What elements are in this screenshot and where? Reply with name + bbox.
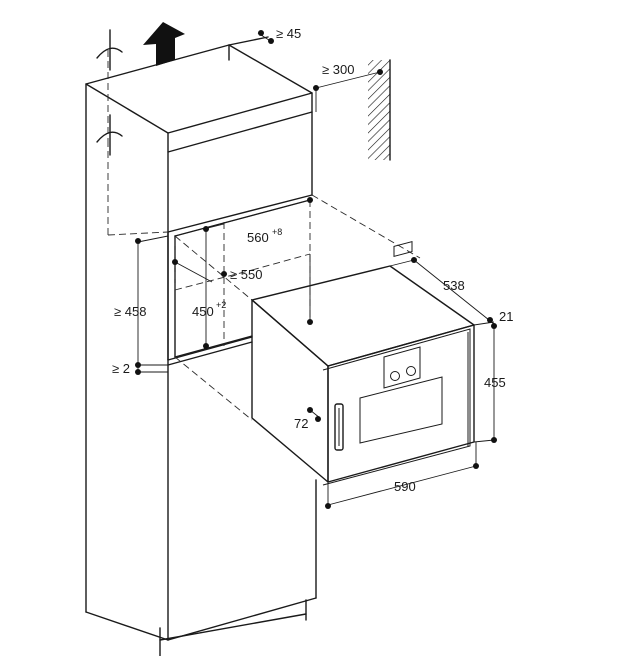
label-appliance-depth: 538	[443, 278, 465, 293]
up-arrow-icon	[143, 22, 185, 66]
label-niche-width-tol: +8	[272, 227, 282, 237]
label-wall-distance: ≥ 300	[322, 62, 354, 77]
label-appliance-height: 455	[484, 375, 506, 390]
label-niche-width: 560	[247, 230, 269, 245]
hidden-lines	[107, 50, 421, 421]
dimension-dots	[135, 30, 497, 509]
label-front-offset: 21	[499, 309, 513, 324]
label-appliance-width: 590	[394, 479, 416, 494]
hatched-wall-icon	[368, 59, 391, 161]
label-niche-height: ≥ 458	[114, 304, 146, 319]
dimension-labels: ≥ 45 ≥ 300 560 +8 ≥ 550 ≥ 458 450 +2 ≥ 2…	[112, 26, 513, 494]
appliance	[251, 240, 475, 486]
dimension-lines	[137, 32, 495, 506]
label-bottom-gap: ≥ 2	[112, 361, 130, 376]
label-top-clearance: ≥ 45	[276, 26, 301, 41]
tall-cabinet	[85, 36, 317, 656]
label-inner-height-tol: +2	[216, 300, 226, 310]
label-handle-offset: 72	[294, 416, 308, 431]
ventilation-symbols	[96, 29, 123, 156]
label-inner-height: 450	[192, 304, 214, 319]
label-niche-depth: ≥ 550	[230, 267, 262, 282]
